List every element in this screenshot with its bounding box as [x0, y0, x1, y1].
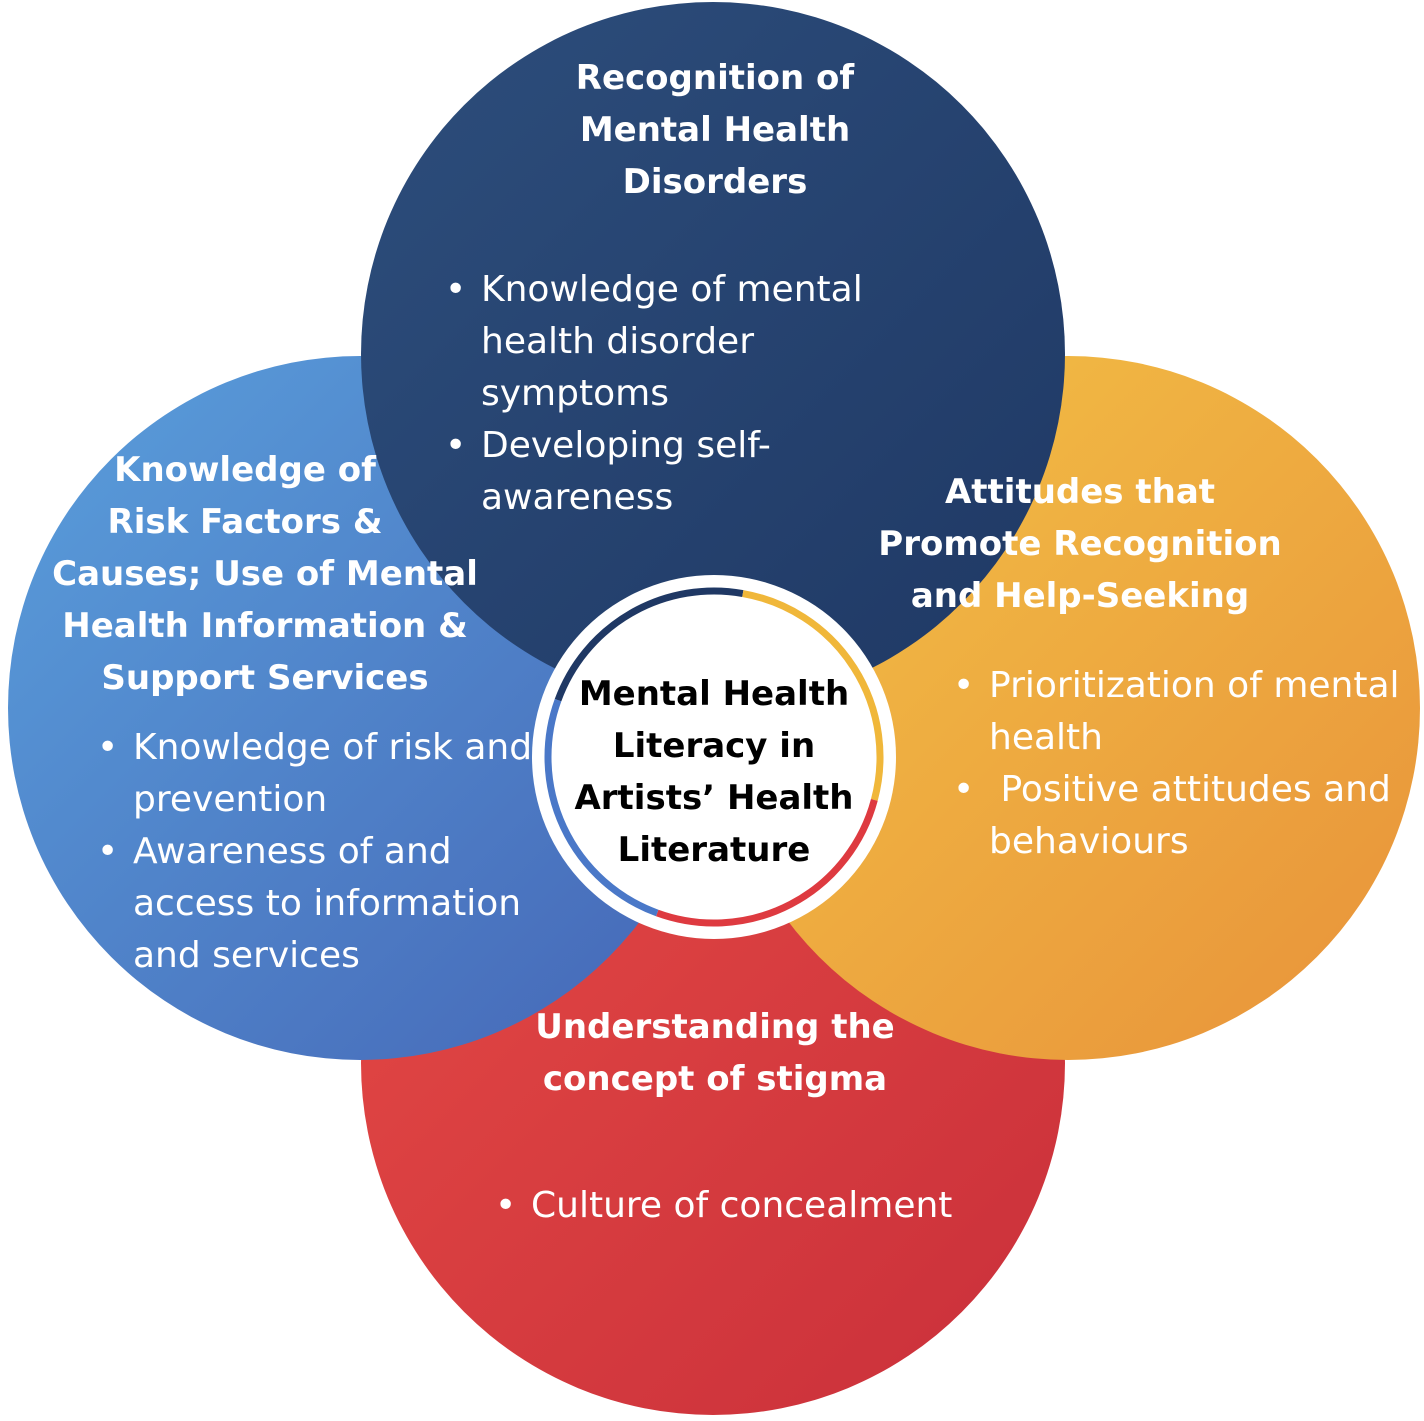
center-title-line: Literacy in [612, 726, 816, 766]
list-item: Positive attitudes and behaviours [953, 764, 1400, 868]
bullet-line: health [989, 717, 1103, 758]
left-title-line: Knowledge of [114, 450, 376, 490]
bullet-line: Knowledge of mental [481, 269, 863, 310]
bullet-line: access to information [133, 883, 522, 924]
bullet-line: and services [133, 935, 360, 976]
bottom-title-line: concept of stigma [542, 1059, 888, 1099]
center-ring-red-arc [656, 799, 878, 927]
top-circle-title: Recognition of Mental Health Disorders [510, 52, 920, 208]
top-title-line: Disorders [622, 162, 808, 202]
right-title-line: and Help-Seeking [910, 576, 1250, 616]
top-title-line: Mental Health [579, 110, 851, 150]
center-ring-navy-arc [554, 587, 744, 702]
list-item: Culture of concealment [495, 1180, 953, 1232]
center-title: Mental Health Literacy in Artists’ Healt… [545, 668, 883, 876]
bullet-line: prevention [133, 779, 328, 820]
right-circle-bullets: Prioritization of mental health Positive… [953, 660, 1400, 868]
left-title-line: Risk Factors & [107, 502, 383, 542]
bottom-title-line: Understanding the [535, 1007, 895, 1047]
bullet-line: Developing self- [481, 425, 771, 466]
bullet-line: awareness [481, 477, 674, 518]
bullet-line: Culture of concealment [531, 1185, 953, 1226]
left-circle-bullets: Knowledge of risk and prevention Awarene… [97, 722, 533, 982]
list-item: Knowledge of risk and prevention [97, 722, 533, 826]
right-circle-title: Attitudes that Promote Recognition and H… [870, 466, 1290, 622]
list-item: Knowledge of mental health disorder symp… [445, 264, 863, 420]
bottom-circle-title: Understanding the concept of stigma [500, 1001, 930, 1105]
bullet-line: Awareness of and [133, 831, 452, 872]
bullet-line: behaviours [989, 821, 1189, 862]
top-title-line: Recognition of [575, 58, 855, 98]
list-item: Developing self- awareness [445, 420, 863, 524]
bullet-line: Prioritization of mental [989, 665, 1400, 706]
center-title-line: Mental Health [578, 674, 850, 714]
left-circle-title: Knowledge of Risk Factors & Causes; Use … [40, 444, 490, 704]
center-ring-blue-arc [544, 699, 659, 917]
bullet-line: Knowledge of risk and [133, 727, 533, 768]
center-title-line: Artists’ Health [574, 778, 854, 818]
left-title-line: Support Services [101, 658, 429, 698]
center-white-disc [532, 575, 896, 939]
bullet-line: Positive attitudes and [989, 769, 1391, 810]
bullet-line: health disorder [481, 321, 755, 362]
right-title-line: Promote Recognition [878, 524, 1282, 564]
center-ring-yellow-arc [742, 590, 884, 801]
bottom-circle-bullets: Culture of concealment [495, 1180, 953, 1232]
center-title-line: Literature [617, 830, 811, 870]
bullet-line: symptoms [481, 373, 669, 414]
list-item: Awareness of and access to information a… [97, 826, 532, 982]
right-title-line: Attitudes that [944, 472, 1216, 512]
left-title-line: Causes; Use of Mental [52, 554, 478, 594]
left-title-line: Health Information & [62, 606, 468, 646]
top-circle-bullets: Knowledge of mental health disorder symp… [445, 264, 863, 524]
list-item: Prioritization of mental health [953, 660, 1400, 764]
